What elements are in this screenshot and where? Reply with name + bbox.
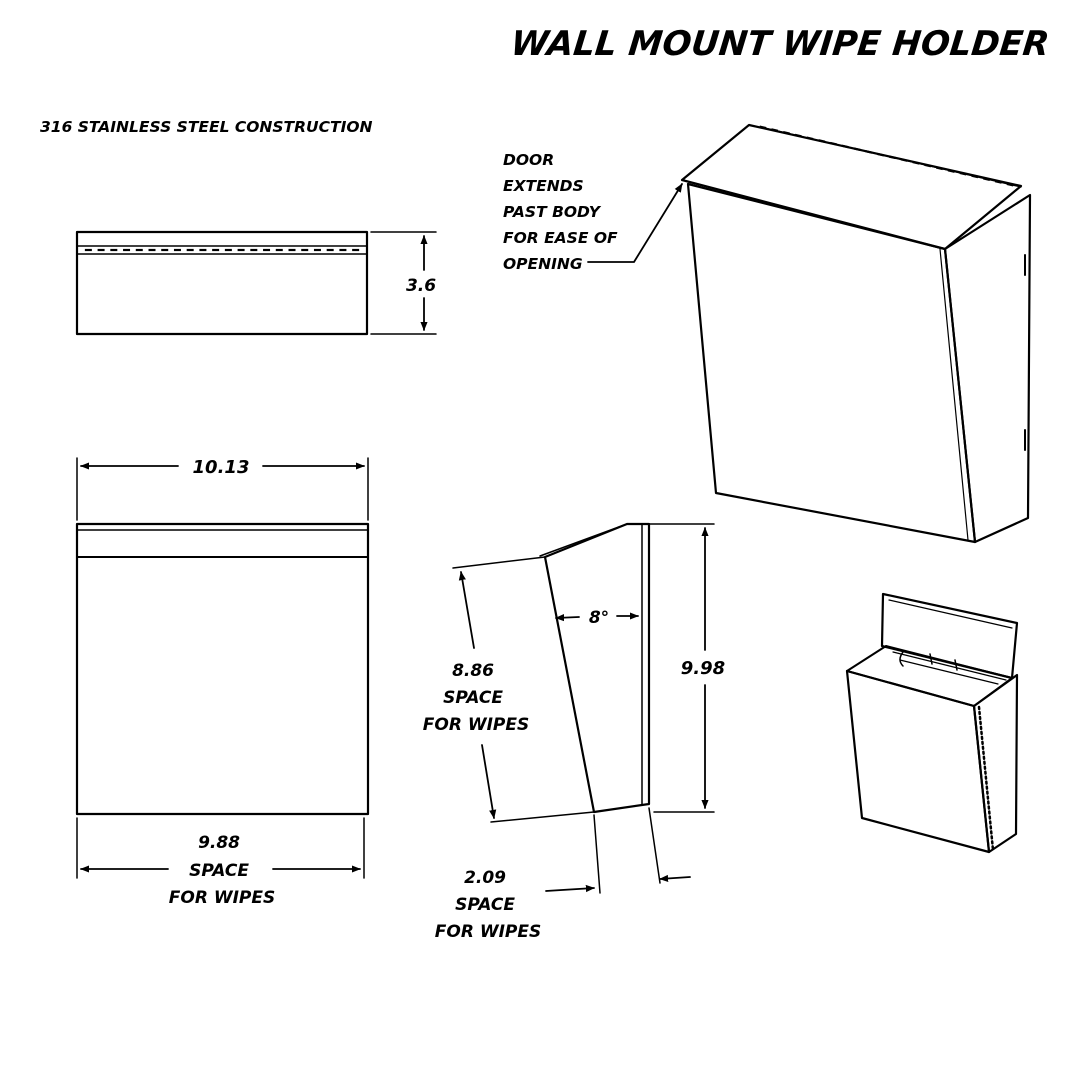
space-width-label: 9.88 SPACE FOR WIPES [169,833,275,908]
front-view [75,522,370,816]
bottom-space-label: 2.09 SPACE FOR WIPES [435,868,541,942]
hinge-segments [759,125,1014,187]
overall-width-label: 10.13 [193,457,250,478]
hinge-segment [935,166,943,171]
door-callout: DOOR EXTENDS PAST BODY FOR EASE OF OPENI… [503,151,683,273]
hinge-segment [782,130,790,135]
side-section [452,522,651,823]
hinge-segment [900,158,908,162]
hinge-segment [994,180,1002,184]
hinge-segment [865,150,873,154]
hinge-segment [971,174,979,179]
material-note: 316 STAINLESS STEEL CONSTRUCTION [40,118,373,136]
top-view [75,230,369,336]
hinge-segment [959,171,967,176]
dimension-depth: 3.6 [370,231,437,335]
hinge-segment [912,160,920,165]
dimension-overall-height: 9.98 [648,523,725,813]
hinge-segment [771,128,779,132]
hinge-segment [853,147,861,152]
isometric-open-view [845,592,1019,854]
hinge-segment [830,141,838,146]
hinge-segment [877,152,885,157]
hinge-segment [806,136,814,141]
depth-label: 3.6 [406,276,436,296]
drawing-title: WALL MOUNT WIPE HOLDER [509,24,1051,64]
space-height-label: 8.86 SPACE FOR WIPES [423,661,529,735]
dimension-space-width: 9.88 SPACE FOR WIPES [76,817,365,908]
hinge-segment [1006,182,1014,187]
dimension-bottom-space: 2.09 SPACE FOR WIPES [435,807,691,942]
isometric-closed-view [680,123,1032,544]
hinge-segment [759,125,767,130]
angle-label: 8° [589,608,609,628]
dimension-angle: 8° [555,608,639,628]
dimension-space-height: 8.86 SPACE FOR WIPES [423,571,529,819]
hinge-segment [924,163,932,168]
hinge-segment [983,177,991,182]
dimension-overall-width: 10.13 [76,457,369,521]
hinge-segment [794,133,802,138]
door-callout-text: DOOR EXTENDS PAST BODY FOR EASE OF OPENI… [503,151,623,273]
hinge-segment [947,169,955,173]
hinge-segment [818,139,826,143]
hinge-segment [888,155,896,160]
hinge-segment [841,144,849,149]
overall-height-label: 9.98 [681,658,725,679]
